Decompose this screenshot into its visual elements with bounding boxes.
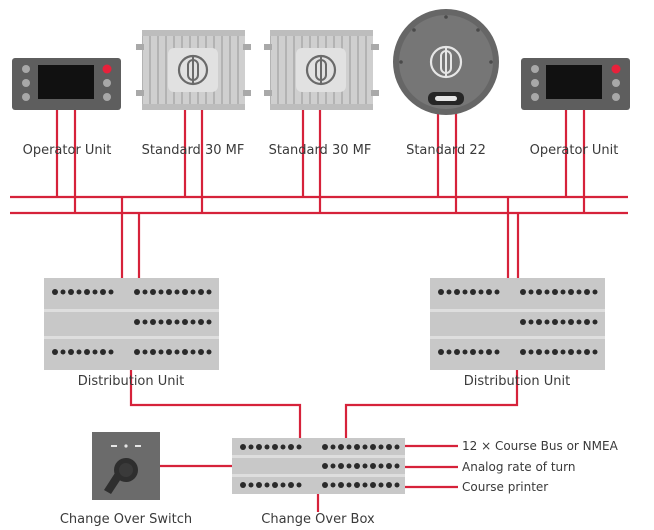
led-icon <box>102 64 112 74</box>
led-icon <box>611 64 621 74</box>
change-over-box-label: Change Over Box <box>261 512 375 527</box>
distribution-unit-right-label: Distribution Unit <box>464 374 570 389</box>
gyro-2-label: Standard 30 MF <box>269 143 372 158</box>
distribution-unit-right <box>430 278 605 370</box>
gyro-standard-22 <box>393 9 499 115</box>
output-label-2: Analog rate of turn <box>462 460 575 474</box>
distribution-unit-left-label: Distribution Unit <box>78 374 184 389</box>
wiring <box>10 110 628 512</box>
gyro-1-label: Standard 30 MF <box>142 143 245 158</box>
output-label-1: 12 × Course Bus or NMEA <box>462 439 619 453</box>
rotary-switch-icon <box>104 444 141 494</box>
screen <box>546 65 602 99</box>
distribution-unit-left <box>44 278 219 370</box>
gyro-logo-icon <box>177 54 209 86</box>
screen <box>38 65 94 99</box>
gyro-standard-30mf-2 <box>264 30 379 110</box>
operator-unit-left <box>12 58 121 110</box>
gyro-standard-30mf-1 <box>136 30 251 110</box>
change-over-box <box>232 438 405 494</box>
operator-unit-right-label: Operator Unit <box>530 143 619 158</box>
operator-unit-right <box>521 58 630 110</box>
gyro-logo-icon <box>429 45 463 79</box>
change-over-switch-label: Change Over Switch <box>60 512 192 527</box>
gyro-logo-icon <box>305 54 337 86</box>
change-over-switch <box>92 432 160 500</box>
operator-unit-left-label: Operator Unit <box>23 143 112 158</box>
gyro-3-label: Standard 22 <box>406 143 486 158</box>
output-label-3: Course printer <box>462 480 548 494</box>
